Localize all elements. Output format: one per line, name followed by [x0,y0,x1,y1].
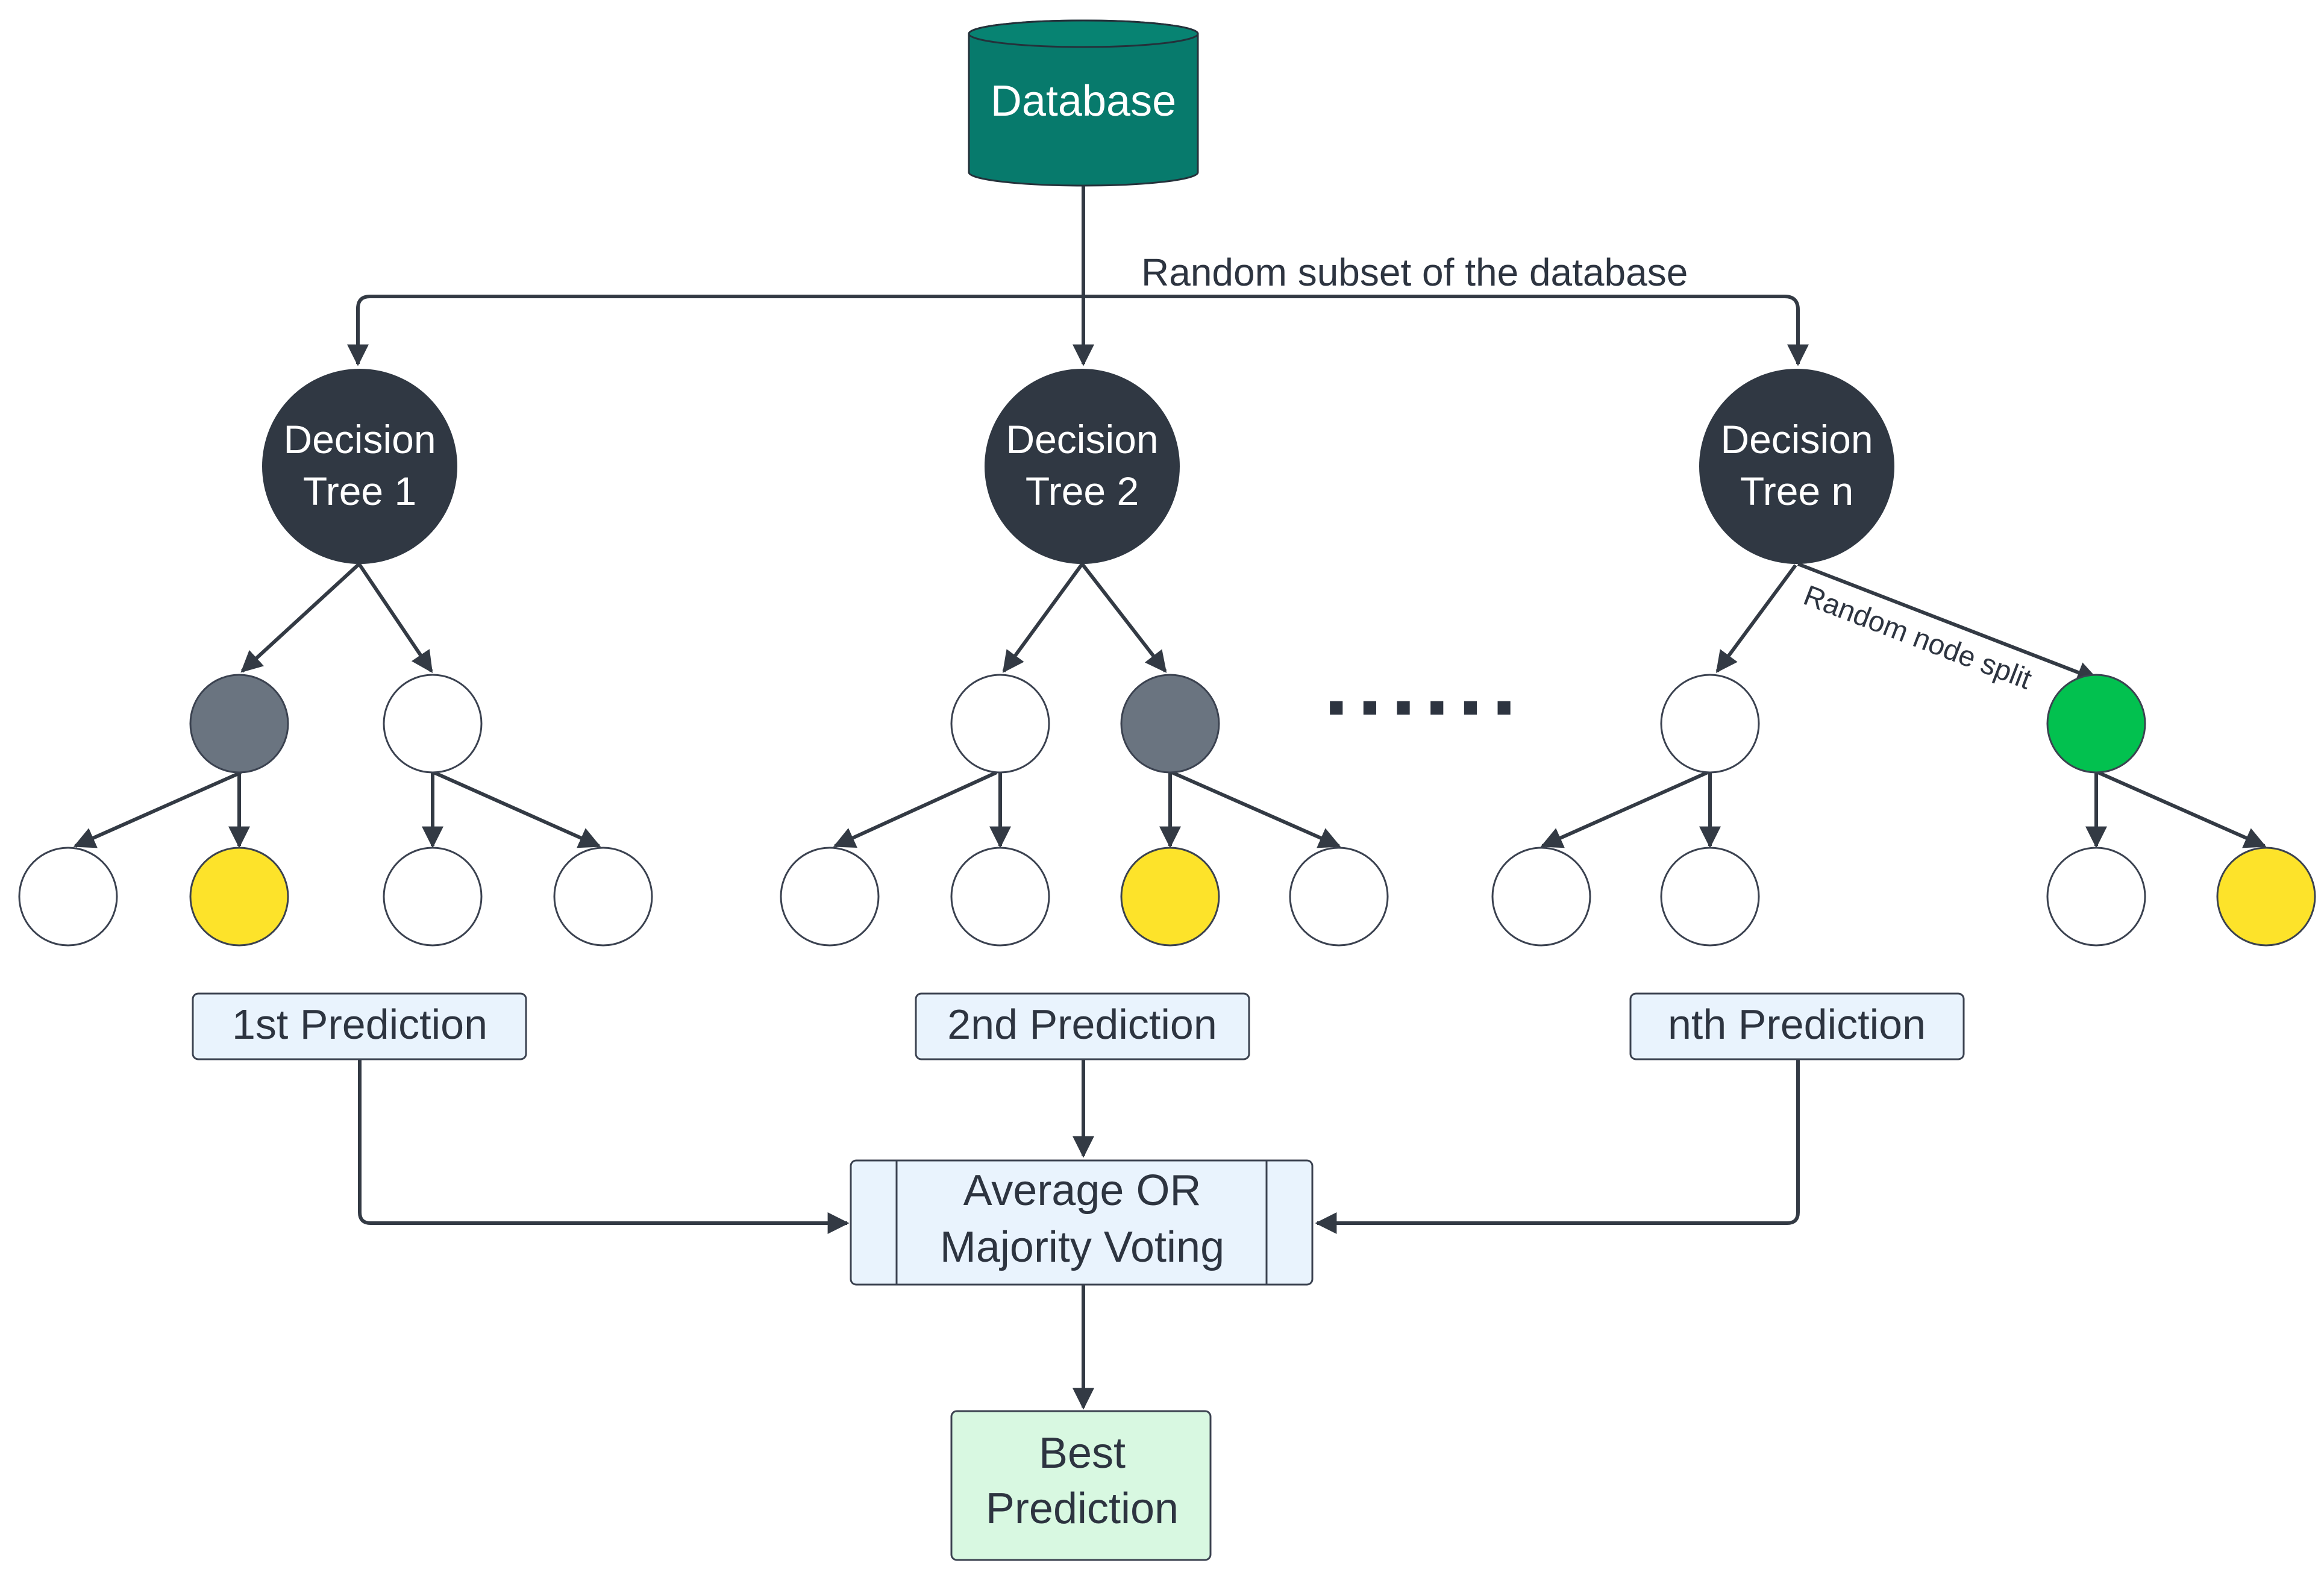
tree-n-leaf-4 [2216,847,2316,947]
tree-1-line1: Decision [283,417,436,462]
best-prediction-node: Best Prediction [950,1410,1212,1561]
database-label: Database [991,77,1176,125]
prediction-2-box [915,992,1250,1060]
tree-n-line2: Tree n [1740,469,1853,513]
tree-1-internal-left [189,674,289,774]
edges [73,186,2267,1410]
tree-n-leaf-3 [2046,847,2146,947]
edge-tn-left [1715,564,1797,673]
edge-t1-right [357,563,433,673]
edge-t1-left [240,562,361,673]
tree-2-leaf-1 [780,847,880,947]
edge-t2a-leaf1 [833,771,998,848]
edge-t2-right [1080,563,1167,673]
prediction-2: 2nd Prediction [915,992,1250,1060]
tree-1-leaf-1 [18,847,118,947]
edge-pred1-to-aggregator [358,1059,850,1234]
edge-predn-to-aggregator [1315,1059,1800,1234]
prediction-n-box [1629,992,1965,1060]
best-prediction-box [950,1410,1212,1561]
tree-2-line2: Tree 2 [1026,469,1139,513]
tree-n-leaf-1 [1491,847,1591,947]
prediction-n: nth Prediction [1629,992,1965,1060]
prediction-1-label: 1st Prediction [232,1001,487,1048]
aggregator-line1: Average OR [963,1166,1201,1215]
internal-nodes [189,674,2146,774]
edge-tna-leaf1 [1540,771,1709,848]
database-cylinder-top [968,19,1199,48]
tree-2-leaf-3 [1120,847,1220,947]
tree-2-line1: Decision [1006,417,1158,462]
prediction-n-label: nth Prediction [1668,1001,1926,1048]
tree-n-internal-right [2046,674,2146,774]
tree-1-leaf-3 [383,847,483,947]
tree-n-root: Decision Tree n [1699,369,1894,564]
node-split-label: Random node split [1799,580,2036,696]
tree-2-internal-left [950,674,1050,774]
prediction-2-label: 2nd Prediction [947,1001,1217,1048]
tree-2-leaf-4 [1289,847,1389,947]
tree-1-line2: Tree 1 [303,469,416,513]
tree-1-internal-right [383,674,483,774]
edge-tn-right [1797,562,2099,683]
prediction-1: 1st Prediction [192,992,527,1060]
tree-1-leaf-2 [189,847,289,947]
edge-tnb-leaf4 [2097,771,2267,848]
ellipsis: ...... [1324,633,1525,734]
edge-bus [370,295,1800,310]
leaf-nodes [18,847,2316,947]
tree-n-internal-left [1660,674,1760,774]
edge-t2b-leaf4 [1171,771,1341,848]
tree-n-leaf-2 [1660,847,1760,947]
prediction-1-box [192,992,527,1060]
aggregator-line2: Majority Voting [940,1223,1224,1271]
edge-t1a-leaf1 [73,771,242,848]
tree-2-internal-right [1120,674,1220,774]
edge-bus-left-corner [356,295,371,309]
best-prediction-line1: Best [1039,1429,1126,1477]
aggregator-node: Average OR Majority Voting [850,1159,1314,1286]
edge-t2-left [1002,563,1084,673]
best-prediction-line2: Prediction [986,1485,1179,1533]
tree-n-line1: Decision [1720,417,1873,462]
tree-1-circle [262,369,457,564]
subset-label: Random subset of the database [1141,251,1688,294]
database-node: Database [968,19,1199,187]
tree-2-root: Decision Tree 2 [985,369,1180,564]
tree-n-circle [1699,369,1894,564]
aggregator-box [850,1159,1314,1286]
tree-1-root: Decision Tree 1 [262,369,457,564]
tree-2-circle [985,369,1180,564]
tree-2-leaf-2 [950,847,1050,947]
edge-t1b-leaf4 [433,771,601,848]
tree-1-leaf-4 [553,847,653,947]
